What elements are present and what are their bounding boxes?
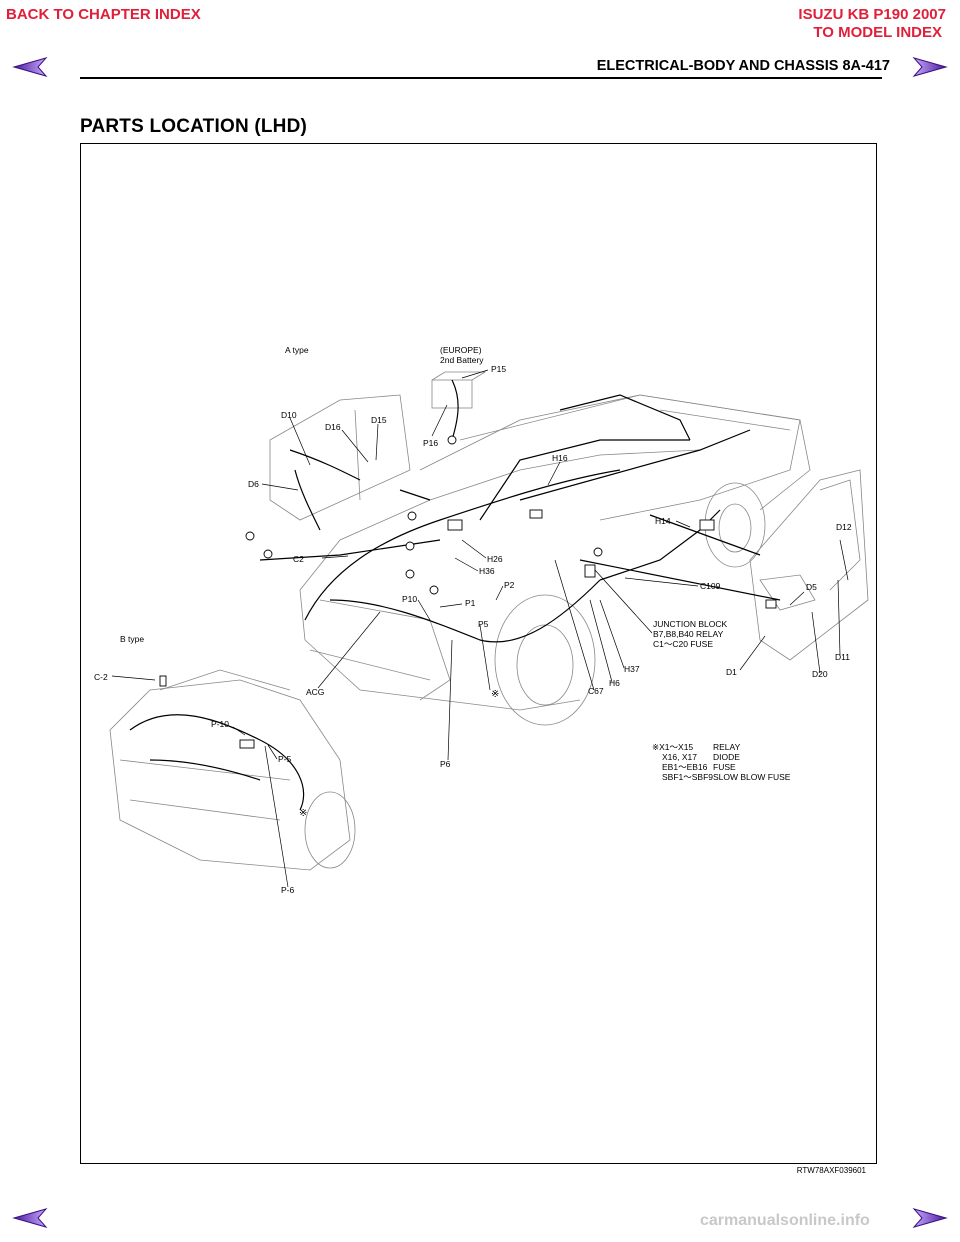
legend-symbol-truck: ※ [491, 689, 499, 700]
callout-h16: H16 [552, 453, 568, 463]
next-page-bottom-arrow-icon[interactable] [912, 1207, 948, 1229]
callout-d1: D1 [726, 667, 737, 677]
callout-p5: P5 [478, 619, 489, 629]
europe-label: (EUROPE) [440, 345, 482, 355]
connector-markers [159, 435, 777, 749]
truck-body-outline [109, 371, 869, 871]
callout-h26: H26 [487, 554, 503, 564]
callout-p1: P1 [465, 598, 476, 608]
callout-h6: H6 [609, 678, 620, 688]
junction-block-line-1: JUNCTION BLOCK [653, 619, 727, 629]
leader-lines [111, 369, 849, 888]
callout-h37: H37 [624, 664, 640, 674]
previous-page-bottom-arrow-icon[interactable] [12, 1207, 48, 1229]
callout-p15: P15 [491, 364, 506, 374]
callout-d11: D11 [835, 652, 850, 662]
watermark: carmanualsonline.info [700, 1212, 870, 1229]
legend-desc-4: SLOW BLOW FUSE [713, 772, 791, 782]
callout-d5: D5 [806, 582, 817, 592]
previous-page-arrow-icon[interactable] [12, 56, 48, 78]
a-type-label: A type [285, 345, 309, 355]
legend-symbol-btype: ※ [299, 808, 307, 819]
back-to-chapter-index-link[interactable]: BACK TO CHAPTER INDEX [6, 6, 201, 23]
legend-code-1: ※X1〜X15 [652, 742, 693, 752]
to-model-index-link[interactable]: TO MODEL INDEX [813, 24, 942, 41]
callout-c109: C109 [700, 581, 721, 591]
callout-d15: D15 [371, 415, 387, 425]
callout-h36: H36 [479, 566, 495, 576]
legend-code-3: EB1〜EB16 [662, 762, 708, 772]
parts-location-diagram: A type (EUROPE) 2nd Battery P15 P16 D10 … [94, 345, 869, 895]
legend-desc-1: RELAY [713, 742, 741, 752]
callout-b-p6: P-6 [281, 885, 295, 895]
callout-c67: C67 [588, 686, 604, 696]
next-page-arrow-icon[interactable] [912, 56, 948, 78]
second-battery-label: 2nd Battery [440, 355, 484, 365]
figure-code: RTW78AXF039601 [796, 1166, 866, 1175]
callout-p16: P16 [423, 438, 438, 448]
callout-d6: D6 [248, 479, 259, 489]
callout-p2: P2 [504, 580, 515, 590]
legend-code-4: SBF1〜SBF9 [662, 772, 713, 782]
callout-h14: H14 [655, 516, 671, 526]
callout-p10: P10 [402, 594, 417, 604]
callout-acg: ACG [306, 687, 324, 697]
junction-block-line-3: C1〜C20 FUSE [653, 639, 713, 649]
callout-b-p5: P-5 [278, 754, 292, 764]
figure-frame [80, 143, 877, 1164]
legend-desc-2: DIODE [713, 752, 740, 762]
callout-d10: D10 [281, 410, 297, 420]
page-header: ELECTRICAL-BODY AND CHASSIS 8A-417 [596, 58, 890, 74]
b-type-label: B type [120, 634, 144, 644]
junction-block-line-2: B7,B8,B40 RELAY [653, 629, 724, 639]
callout-p6: P6 [440, 759, 451, 769]
legend-code-2: X16, X17 [662, 752, 697, 762]
header-divider [80, 77, 882, 79]
callout-d12: D12 [836, 522, 852, 532]
callout-labels: A type (EUROPE) 2nd Battery P15 P16 D10 … [94, 345, 852, 895]
callout-b-c2: C-2 [94, 672, 108, 682]
section-title: PARTS LOCATION (LHD) [80, 116, 308, 137]
model-title-link[interactable]: ISUZU KB P190 2007 [798, 6, 946, 23]
callout-d16: D16 [325, 422, 341, 432]
legend-desc-3: FUSE [713, 762, 736, 772]
callout-d20: D20 [812, 669, 828, 679]
callout-c2: C2 [293, 554, 304, 564]
wire-harness [129, 379, 781, 811]
callout-b-p10: P-10 [211, 719, 229, 729]
